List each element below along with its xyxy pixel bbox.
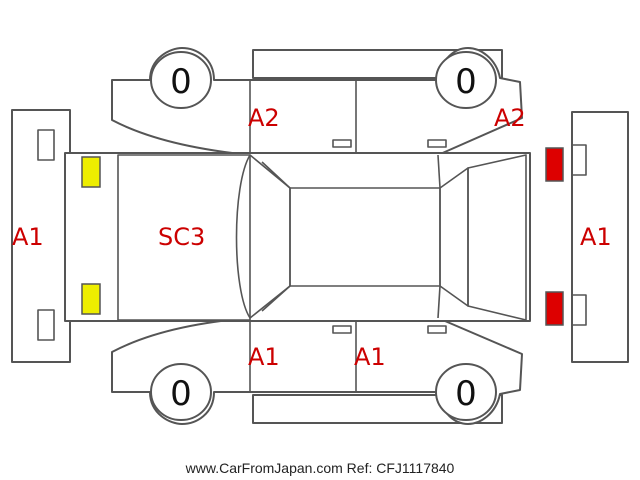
left-taillight-marker [545,147,564,182]
hood-damage-code: SC3 [158,223,205,251]
rear-bumper-damage-code: A1 [580,223,612,251]
car-body-top-view [64,152,531,322]
right-side-panels [111,317,523,425]
tire-front-left-tread: 0 [170,62,192,102]
tire-front-right-tread: 0 [170,374,192,414]
front-bumper [11,109,71,363]
tire-rear-right-tread: 0 [455,374,477,414]
left-rear-fender-damage-code: A2 [494,104,526,132]
rear-bumper [571,111,629,363]
left-front-fender-damage-code: A2 [248,104,280,132]
tire-rear-left: 0 [435,51,497,109]
right-headlight-marker [81,283,101,315]
right-rear-door-damage-code: A1 [354,343,386,371]
right-taillight-marker [545,291,564,326]
left-side-panels [111,47,523,156]
tire-rear-right: 0 [435,363,497,421]
left-headlight-marker [81,156,101,188]
watermark-text: www.CarFromJapan.com Ref: CFJ1117840 [185,460,455,476]
tire-front-left: 0 [150,51,212,109]
right-front-door-damage-code: A1 [248,343,280,371]
tire-front-right: 0 [150,363,212,421]
front-bumper-damage-code: A1 [12,223,44,251]
tire-rear-left-tread: 0 [455,62,477,102]
